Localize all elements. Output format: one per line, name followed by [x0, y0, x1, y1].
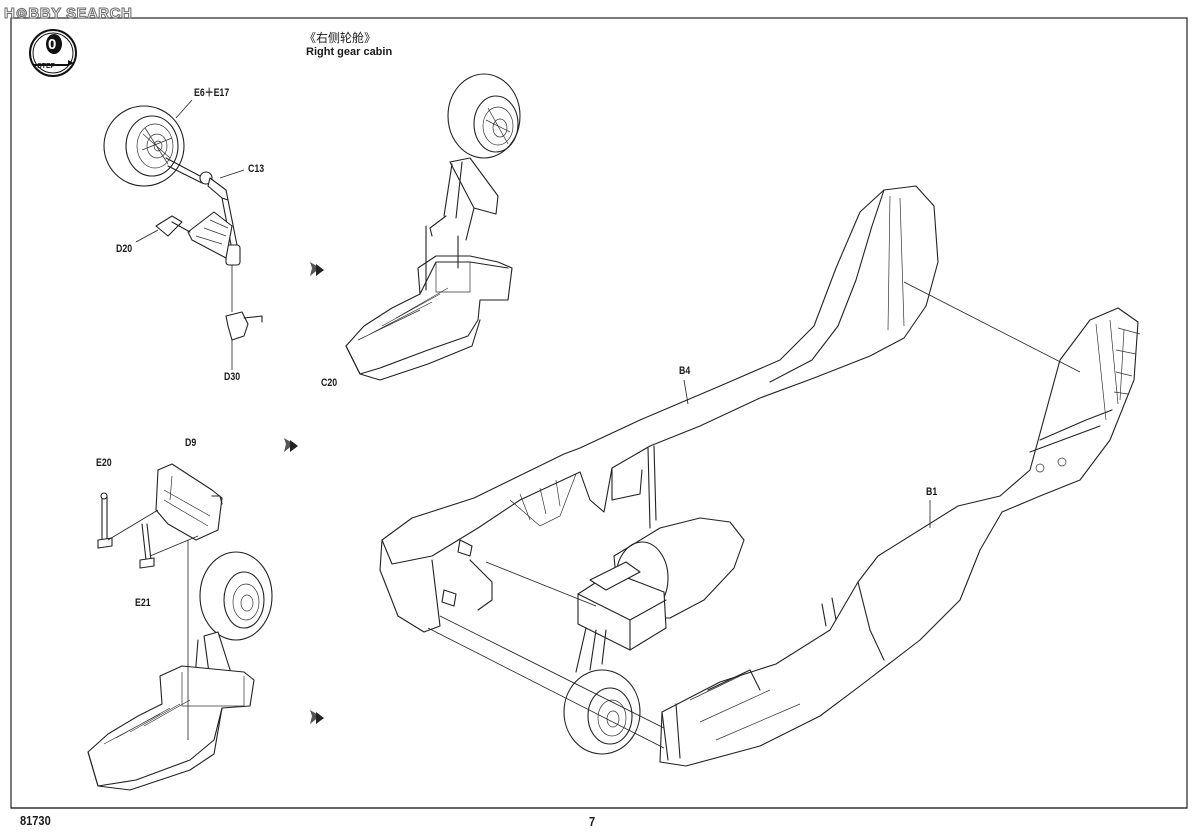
fuselage-boom-assembly [379, 185, 1141, 767]
part-label-c20: C20 [321, 377, 338, 389]
wheel-assembly-top-left [103, 99, 263, 370]
page-number: 7 [589, 814, 596, 829]
gear-bay-assembly-top [345, 73, 521, 381]
watermark: H⊙BBY SEARCH [3, 5, 133, 22]
caption-english: Right gear cabin [306, 46, 393, 58]
part-label-e21: E21 [135, 597, 151, 609]
part-label-d30: D30 [224, 371, 241, 383]
part-label-b1: B1 [926, 486, 938, 498]
step-label: STEP [37, 63, 56, 70]
part-label-c13: C13 [248, 163, 265, 175]
caption-chinese: 《右侧轮舱》 [304, 31, 377, 45]
step-number: 0 [48, 36, 57, 53]
arrow-right-icon [310, 262, 324, 276]
kit-number: 81730 [20, 813, 51, 828]
part-label-d20: D20 [116, 243, 133, 255]
part-label-d9: D9 [185, 437, 197, 449]
step-badge-icon [24, 28, 82, 78]
part-label-e6-e17: E6＋E17 [194, 87, 230, 99]
gear-bay-assembly-bottom [87, 463, 273, 791]
arrow-right-icon [310, 710, 324, 724]
arrow-right-icon [284, 438, 298, 452]
part-label-e20: E20 [96, 457, 112, 469]
part-label-b4: B4 [679, 365, 691, 377]
